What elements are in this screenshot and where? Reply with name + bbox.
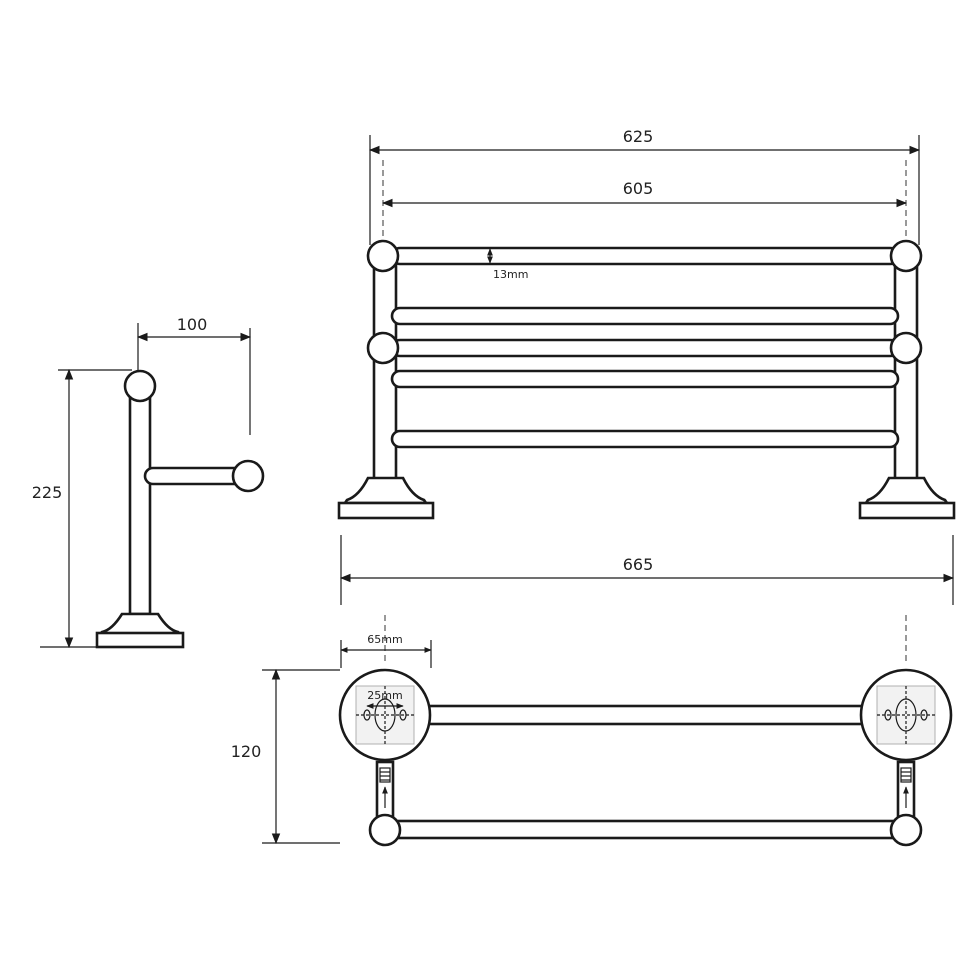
side-height-label: 225: [32, 483, 63, 502]
inner-width-label: 605: [623, 179, 654, 198]
base-width-label: 665: [623, 555, 654, 574]
outer-width-label: 625: [623, 127, 654, 146]
depth-label: 120: [231, 742, 262, 761]
top-view: 65mm 120 25mm: [231, 615, 953, 847]
front-view: 625 605 13mm: [337, 127, 956, 520]
side-width-label: 100: [177, 315, 208, 334]
base-width-dimension: 665: [339, 535, 955, 605]
side-view: 100 225: [32, 315, 265, 649]
rail-thickness-label: 13mm: [493, 268, 528, 281]
flange-diameter-label: 65mm: [367, 633, 402, 646]
fixing-spacing-label: 25mm: [367, 689, 402, 702]
